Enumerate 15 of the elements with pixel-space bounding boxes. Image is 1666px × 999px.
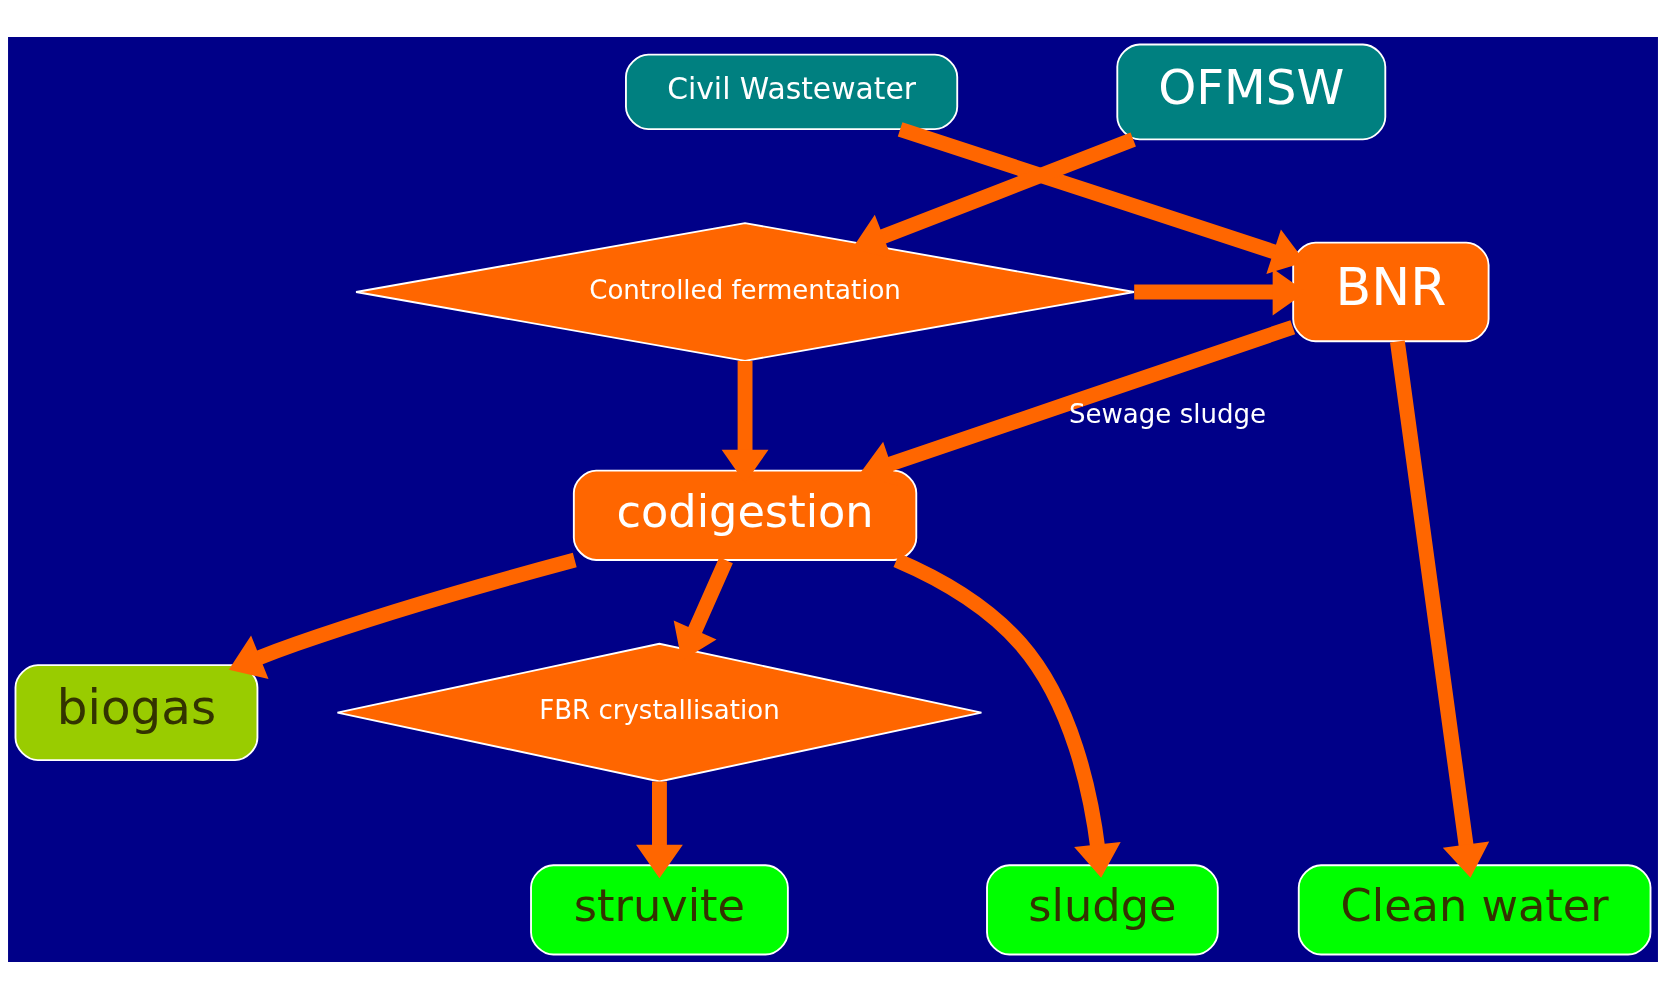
arrow (893, 553, 1121, 878)
node-box: sludge (986, 864, 1219, 956)
node-diamond: FBR crystallisation (336, 642, 983, 783)
node-box: Civil Wastewater (625, 53, 959, 131)
node-box: biogas (14, 664, 259, 761)
node-box: BNR (1292, 241, 1490, 343)
arrow (636, 781, 683, 879)
node-box: OFMSW (1116, 43, 1387, 141)
node-box: Clean water (1297, 864, 1652, 956)
edge-label: Sewage sludge (1069, 398, 1267, 429)
arrow (1390, 340, 1490, 878)
node-diamond: Controlled fermentation (355, 222, 1135, 362)
node-box: struvite (530, 864, 789, 956)
node-box: codigestion (572, 469, 918, 561)
arrow (228, 552, 577, 680)
